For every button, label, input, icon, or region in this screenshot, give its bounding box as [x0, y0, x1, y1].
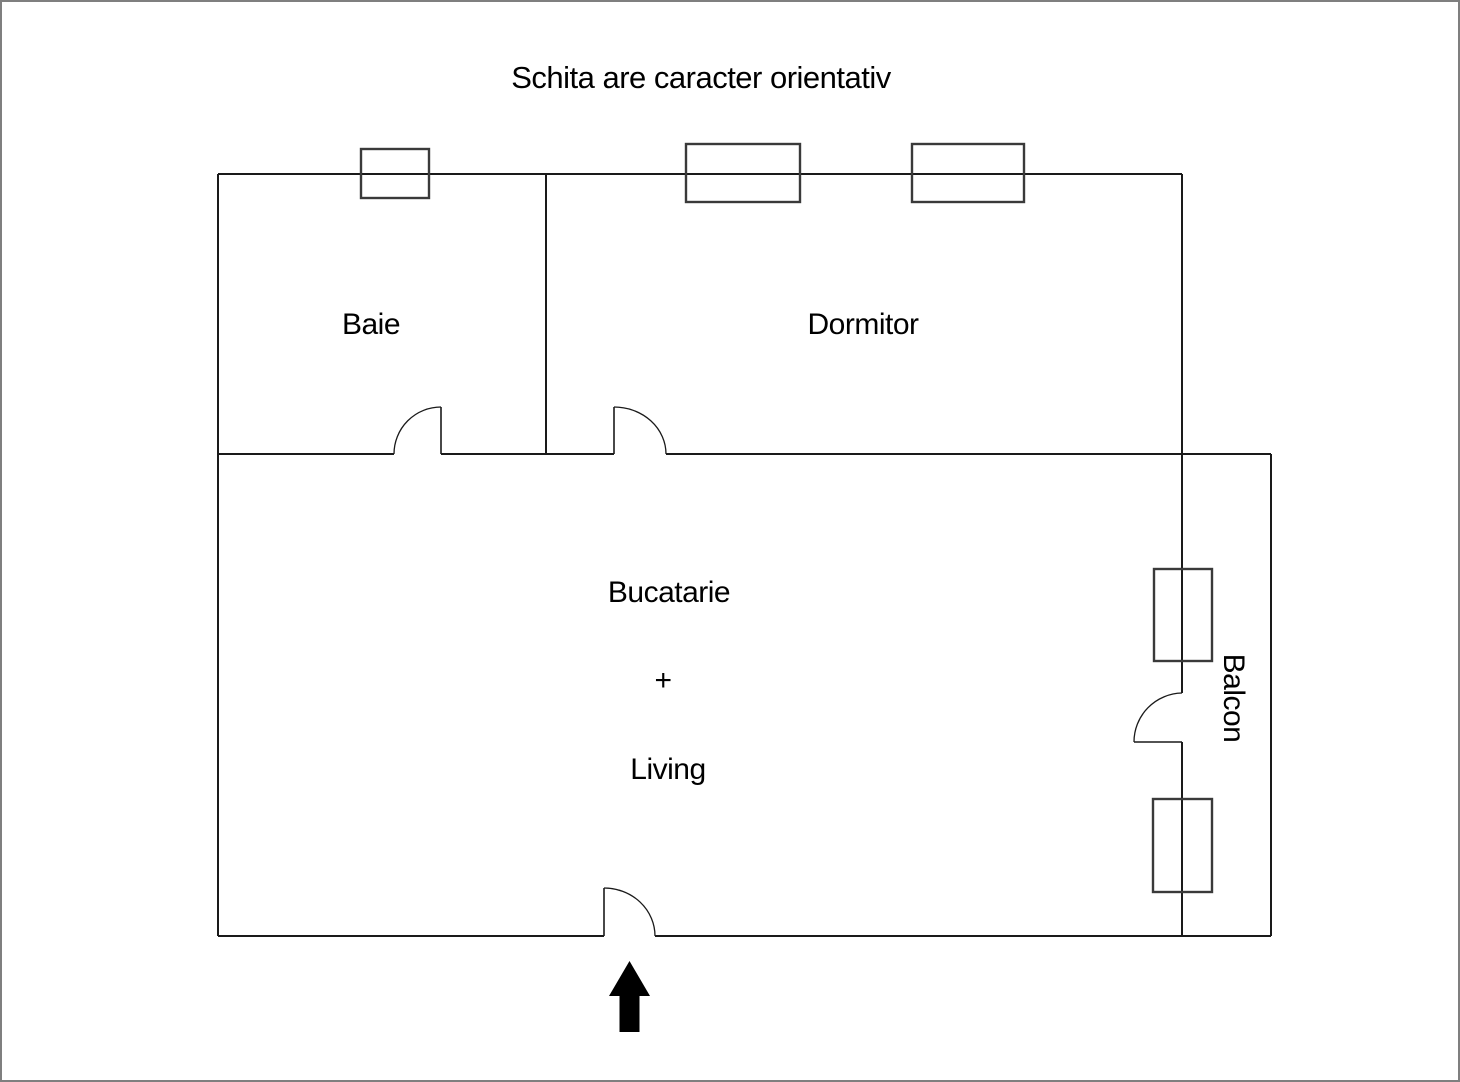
- door-entrance-swing-arc: [603, 887, 656, 937]
- room-label-dormitor: Dormitor: [807, 308, 919, 341]
- room-label-bucatarie: Bucatarie: [608, 576, 730, 609]
- plan-title: Schita are caracter orientativ: [511, 60, 892, 95]
- room-label-plus: +: [654, 664, 671, 697]
- window-balcon-upper: [1152, 567, 1214, 663]
- door-baie: [393, 406, 442, 455]
- door-dormitor: [613, 406, 667, 455]
- door-entrance: [603, 887, 656, 937]
- entrance-arrow-icon: [609, 961, 650, 1032]
- windows: [359, 142, 1214, 894]
- window-balcon-lower: [1151, 797, 1214, 894]
- room-label-baie: Baie: [342, 308, 400, 341]
- walls: [217, 173, 1272, 937]
- window-baie: [359, 147, 431, 200]
- door-balcon: [1133, 692, 1183, 743]
- room-label-living: Living: [630, 753, 705, 786]
- door-baie-swing-arc: [393, 406, 442, 455]
- window-dormitor-1: [684, 142, 802, 204]
- door-dormitor-swing-arc: [613, 406, 667, 455]
- room-label-balcon: Balcon: [1217, 654, 1250, 743]
- door-balcon-swing-arc: [1133, 692, 1183, 743]
- window-dormitor-2: [910, 142, 1026, 204]
